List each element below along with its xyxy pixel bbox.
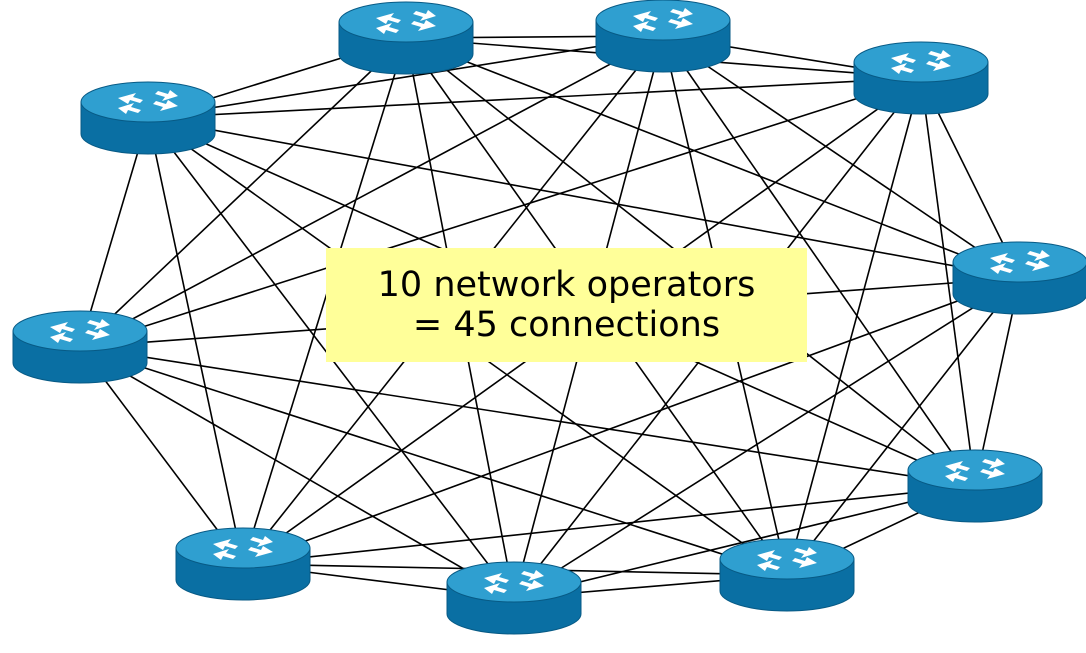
mesh-link [405,37,1021,279]
mesh-link [79,77,922,348]
mesh-link [79,346,788,576]
mesh-link [79,37,407,348]
router-icon [907,449,1043,523]
mesh-link [920,77,976,487]
mesh-link [662,35,976,487]
mesh-link [786,277,1021,576]
mesh-link [79,117,149,348]
mesh-link [242,485,976,565]
router-icon [80,81,216,155]
mesh-link [147,117,244,565]
mesh-link [513,485,976,599]
connections-label: 10 network operators = 45 connections [326,248,807,362]
mesh-link [786,77,922,576]
mesh-link [242,37,407,565]
label-line-2: = 45 connections [412,305,721,345]
mesh-link [513,277,1021,599]
router-icon [952,241,1086,315]
router-icon [446,561,582,635]
mesh-link [662,35,1021,279]
label-line-1: 10 network operators [377,265,756,305]
router-icon [338,1,474,75]
router-icon [175,527,311,601]
mesh-link [79,346,515,599]
mesh-link [147,77,922,119]
routers [12,0,1086,635]
mesh-link [79,346,244,565]
mesh-link [147,117,1021,279]
mesh-link [79,35,664,348]
router-icon [719,538,855,612]
router-icon [12,310,148,384]
mesh-link [147,35,664,119]
router-icon [853,41,989,115]
mesh-link [79,346,976,487]
router-icon [595,0,731,73]
